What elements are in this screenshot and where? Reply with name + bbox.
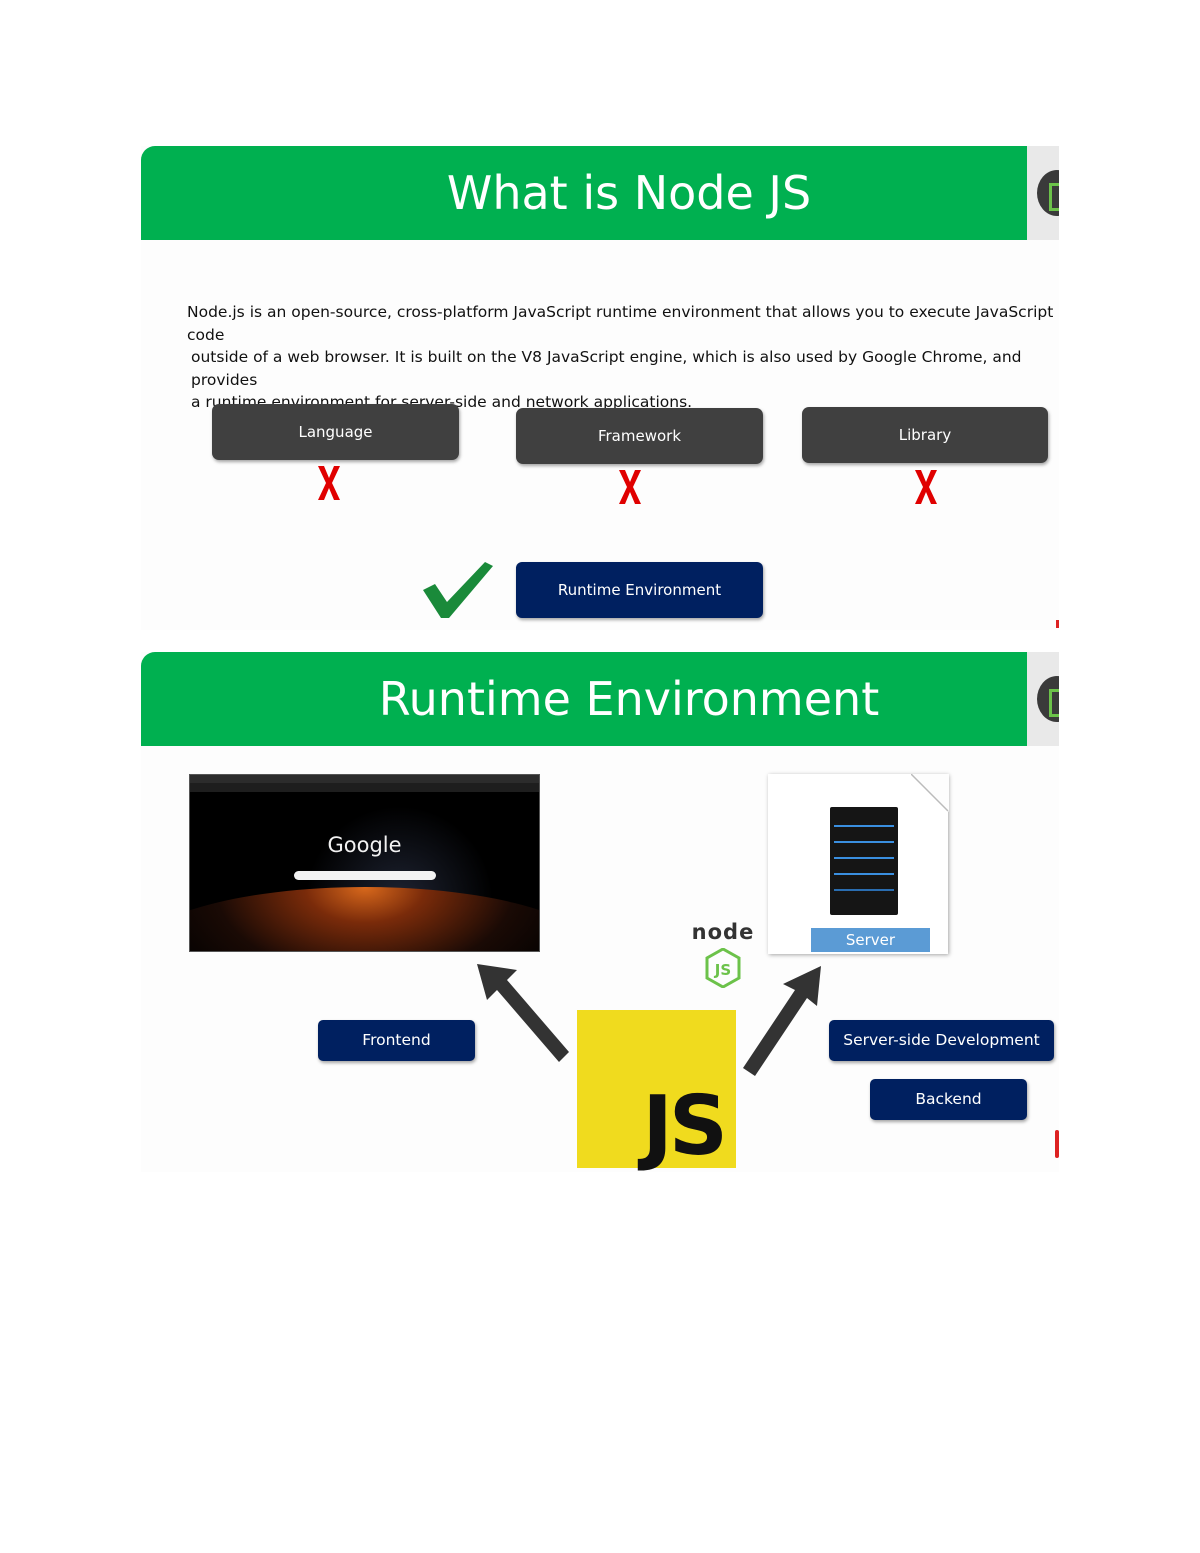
description: Node.js is an open-source, cross-platfor… (187, 301, 1057, 414)
option-library: Library (802, 407, 1048, 463)
arrow-to-frontend-icon (477, 964, 569, 1062)
slide-edge-mark (1055, 1130, 1059, 1158)
frontend-label: Frontend (318, 1020, 475, 1061)
answer-runtime-environment: Runtime Environment (516, 562, 763, 618)
node-badge-text: JS (714, 961, 731, 979)
node-logo-icon (1027, 652, 1059, 746)
x-mark-icon (915, 470, 937, 504)
nodejs-logo-icon: node JS (687, 920, 759, 996)
node-logo-icon (1027, 146, 1059, 240)
javascript-logo-icon: JS (577, 1010, 736, 1172)
slide-runtime-environment: Runtime Environment Google Server node J… (141, 652, 1059, 1172)
node-logo-text: node (691, 920, 755, 944)
backend-label: Backend (870, 1079, 1027, 1120)
google-logo: Google (327, 833, 402, 857)
option-language: Language (212, 404, 459, 460)
nodejs-hexagon-icon: JS (705, 948, 741, 988)
search-bar (294, 871, 436, 880)
server-side-development-label: Server-side Development (829, 1020, 1054, 1061)
page-fold-icon (911, 774, 949, 812)
description-line: outside of a web browser. It is built on… (191, 348, 1022, 389)
slide-header: What is Node JS (141, 146, 1027, 240)
slide-title: Runtime Environment (378, 672, 880, 726)
server-label: Server (811, 928, 930, 952)
server-icon (830, 807, 898, 915)
arrow-to-server-icon (743, 966, 821, 1076)
browser-screenshot: Google (189, 774, 540, 952)
slide-title: What is Node JS (446, 166, 812, 220)
slide-edge-mark (1056, 620, 1059, 628)
x-mark-icon (619, 470, 641, 504)
option-framework: Framework (516, 408, 763, 464)
x-mark-icon (318, 466, 340, 500)
slide-what-is-node: What is Node JS Node.js is an open-sourc… (141, 146, 1059, 630)
description-line: Node.js is an open-source, cross-platfor… (187, 303, 1054, 344)
slide-header: Runtime Environment (141, 652, 1027, 746)
js-logo-text: JS (642, 1079, 728, 1172)
check-mark-icon (423, 562, 493, 618)
